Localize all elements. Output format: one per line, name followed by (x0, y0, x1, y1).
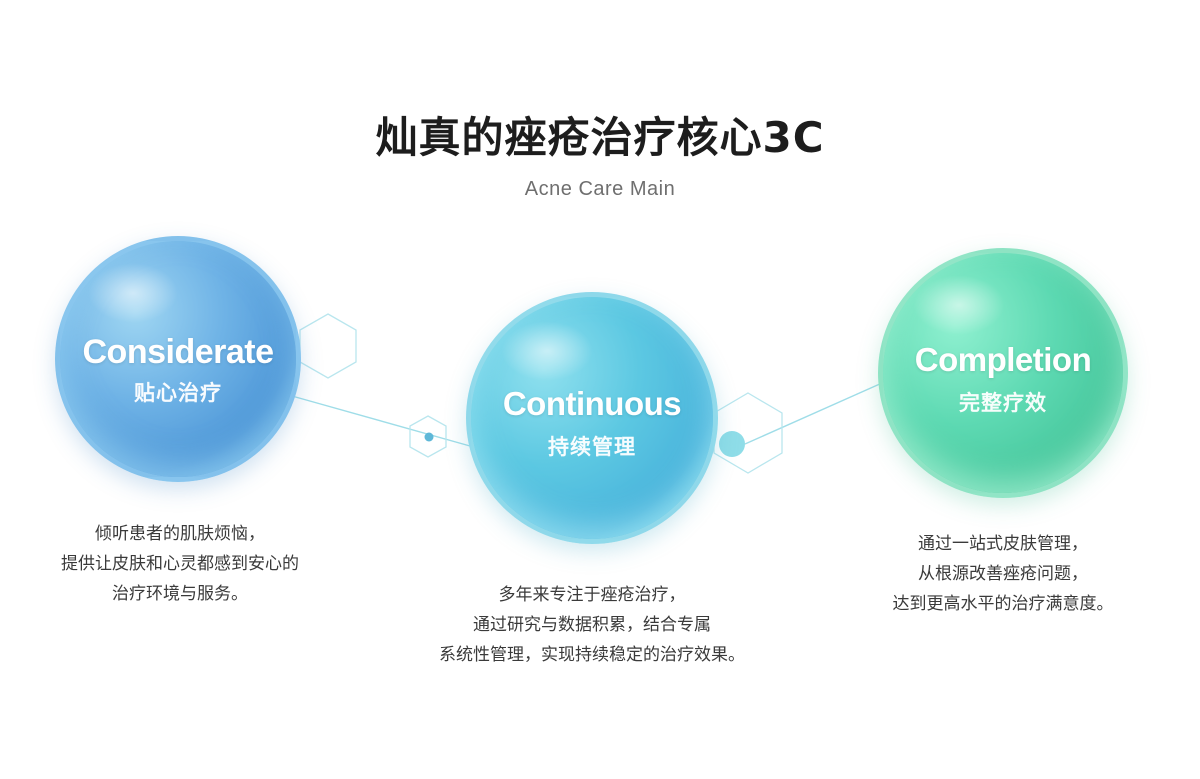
connector-line-right (744, 382, 883, 445)
bubble-highlight (913, 275, 1005, 335)
description-line: 提供让皮肤和心灵都感到安心的 (61, 554, 299, 574)
card-title-cn: 完整疗效 (959, 391, 1047, 415)
bubble-highlight (88, 263, 178, 323)
continuous-bubble: Continuous 持续管理 (466, 292, 718, 544)
description-line: 达到更高水平的治疗满意度。 (892, 594, 1114, 614)
completion-description: 通过一站式皮肤管理， 从根源改善痤疮问题， 达到更高水平的治疗满意度。 (848, 529, 1158, 619)
continuous-description: 多年来专注于痤疮治疗， 通过研究与数据积累，结合专属 系统性管理，实现持续稳定的… (392, 580, 792, 670)
description-line: 多年来专注于痤疮治疗， (498, 585, 686, 605)
page-title: 灿真的痤疮治疗核心3C (375, 113, 825, 162)
description-line: 从根源改善痤疮问题， (918, 564, 1088, 584)
description-line: 系统性管理，实现持续稳定的治疗效果。 (439, 645, 745, 665)
description-line: 通过研究与数据积累，结合专属 (473, 615, 711, 635)
hexagon-outline-3 (713, 392, 783, 474)
hexagon-outline-1 (299, 313, 357, 379)
bubble-highlight (501, 321, 593, 381)
connector-line-left (291, 395, 471, 447)
hexagon-outline-2 (409, 415, 447, 458)
card-title-en: Considerate (82, 333, 275, 371)
connector-dot-large (719, 431, 745, 457)
description-line: 治疗环境与服务。 (112, 584, 248, 604)
card-title-en: Completion (914, 341, 1092, 378)
card-title-cn: 持续管理 (548, 435, 636, 459)
considerate-bubble: Considerate 贴心治疗 (55, 236, 301, 482)
connector-dot-small (424, 432, 434, 442)
card-title-en: Continuous (502, 385, 682, 422)
page-subtitle: Acne Care Main (524, 178, 676, 200)
description-line: 通过一站式皮肤管理， (918, 534, 1088, 554)
completion-bubble: Completion 完整疗效 (878, 248, 1128, 498)
considerate-description: 倾听患者的肌肤烦恼， 提供让皮肤和心灵都感到安心的 治疗环境与服务。 (30, 519, 330, 609)
card-title-cn: 贴心治疗 (134, 381, 222, 405)
description-line: 倾听患者的肌肤烦恼， (95, 524, 265, 544)
